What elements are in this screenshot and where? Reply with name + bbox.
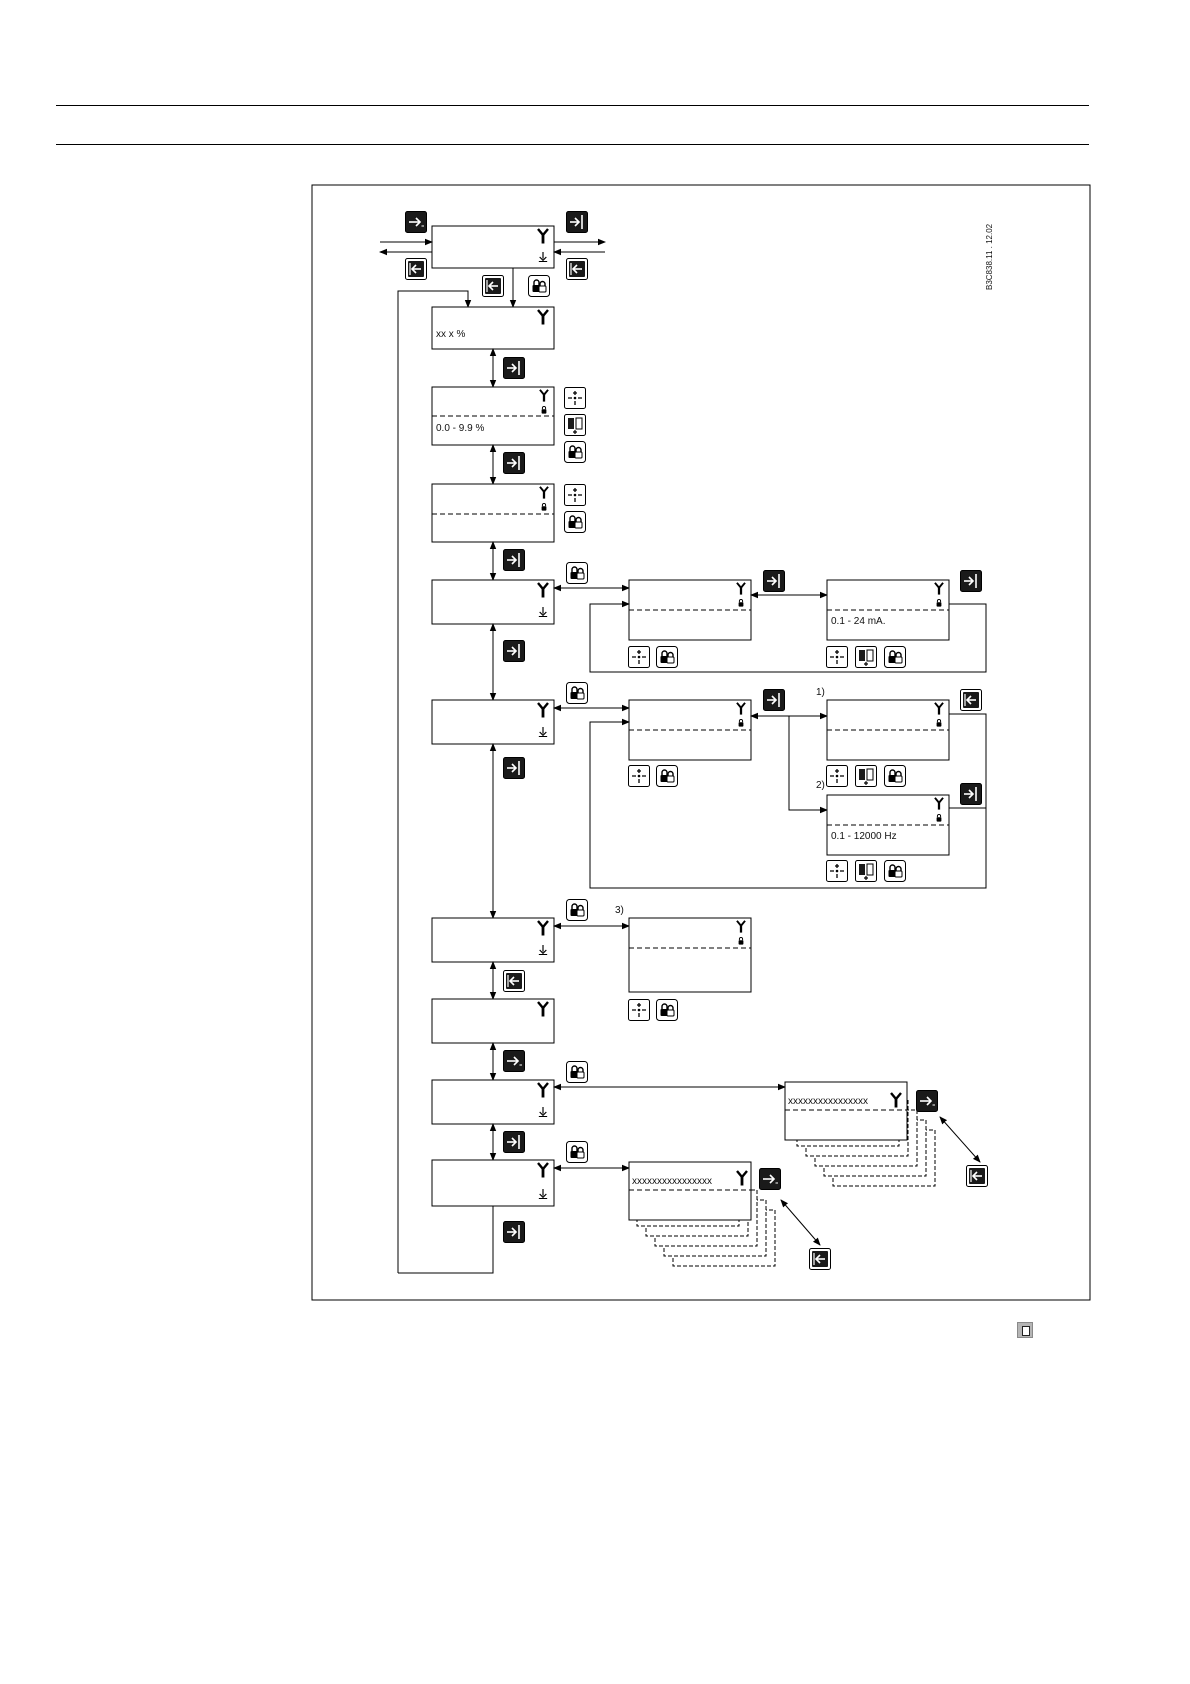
plus-minus-key-icon: [827, 766, 848, 787]
next-key-icon: [504, 758, 525, 779]
enter-key-icon: [406, 212, 427, 233]
plus-minus-key-icon: [629, 1000, 650, 1021]
next-key-icon: [504, 550, 525, 571]
next-key-icon: [504, 1132, 525, 1153]
lock-key-icon: [657, 766, 678, 787]
lock-key-icon: [885, 647, 906, 668]
next-key-icon: [764, 571, 785, 592]
display-current-select: [629, 580, 751, 640]
display-frequency-option-1: [827, 700, 949, 760]
display-group-text-b: [432, 1160, 554, 1206]
display-group-top: [432, 226, 554, 268]
display-range-ma: 0.1 - 24 mA.: [827, 580, 949, 640]
escape-key-icon: [406, 259, 427, 280]
display-third-select: [629, 918, 751, 992]
next-key-icon: [567, 212, 588, 233]
next-key-icon: [504, 453, 525, 474]
text-a-value: xxxxxxxxxxxxxxxx: [788, 1096, 868, 1107]
lock-key-icon: [529, 276, 550, 297]
display-level-value: xx x %: [432, 307, 554, 349]
display-empty-param: [432, 484, 554, 542]
range-pct-text: 0.0 - 9.9 %: [436, 423, 484, 434]
lock-key-icon: [657, 647, 678, 668]
next-key-icon: [504, 1222, 525, 1243]
display-frequency-select: [629, 700, 751, 760]
note-1: 1): [816, 687, 825, 698]
cursor-key-icon: [856, 861, 877, 882]
display-text-a: xxxxxxxxxxxxxxxx: [785, 1082, 907, 1140]
escape-key-icon: [810, 1249, 831, 1270]
note-3: 3): [615, 905, 624, 916]
cursor-key-icon: [856, 647, 877, 668]
display-value-text: xx x %: [436, 329, 466, 340]
escape-key-icon: [504, 971, 525, 992]
range-ma-text: 0.1 - 24 mA.: [831, 616, 885, 627]
lock-key-icon: [565, 512, 586, 533]
lock-key-icon: [567, 1062, 588, 1083]
next-key-icon: [961, 571, 982, 592]
plus-minus-key-icon: [827, 861, 848, 882]
document-code: B3C838.11 . 12.02: [985, 223, 994, 290]
display-group-current: [432, 580, 554, 624]
lock-key-icon: [567, 683, 588, 704]
display-range-pct: 0.0 - 9.9 %: [432, 387, 554, 445]
enter-key-icon: [504, 1051, 525, 1072]
display-group-plain: [432, 999, 554, 1043]
display-group-frequency: [432, 700, 554, 744]
lock-key-icon: [567, 563, 588, 584]
lock-key-icon: [657, 1000, 678, 1021]
display-group-text-a: [432, 1080, 554, 1124]
plus-minus-key-icon: [827, 647, 848, 668]
next-key-icon: [504, 641, 525, 662]
escape-key-icon: [567, 259, 588, 280]
enter-key-icon: [760, 1169, 781, 1190]
plus-minus-key-icon: [565, 485, 586, 506]
display-text-b: xxxxxxxxxxxxxxxx: [629, 1162, 751, 1220]
display-group-third: [432, 918, 554, 962]
lock-key-icon: [567, 1142, 588, 1163]
cursor-key-icon: [856, 766, 877, 787]
text-b-value: xxxxxxxxxxxxxxxx: [632, 1176, 712, 1187]
display-range-hz: 0.1 - 12000 Hz: [827, 795, 949, 855]
lock-key-icon: [885, 766, 906, 787]
lock-key-icon: [565, 442, 586, 463]
plus-minus-key-icon: [629, 766, 650, 787]
lock-key-icon: [885, 861, 906, 882]
plus-minus-key-icon: [629, 647, 650, 668]
next-key-icon: [764, 690, 785, 711]
page-icon: [1017, 1322, 1033, 1338]
next-key-icon: [504, 358, 525, 379]
escape-key-icon: [483, 276, 504, 297]
escape-key-icon: [967, 1166, 988, 1187]
next-key-icon: [961, 784, 982, 805]
range-hz-text: 0.1 - 12000 Hz: [831, 831, 897, 842]
note-2: 2): [816, 780, 825, 791]
lock-key-icon: [567, 900, 588, 921]
escape-key-icon: [961, 690, 982, 711]
enter-key-icon: [917, 1091, 938, 1112]
cursor-key-icon: [565, 415, 586, 436]
plus-minus-key-icon: [565, 388, 586, 409]
